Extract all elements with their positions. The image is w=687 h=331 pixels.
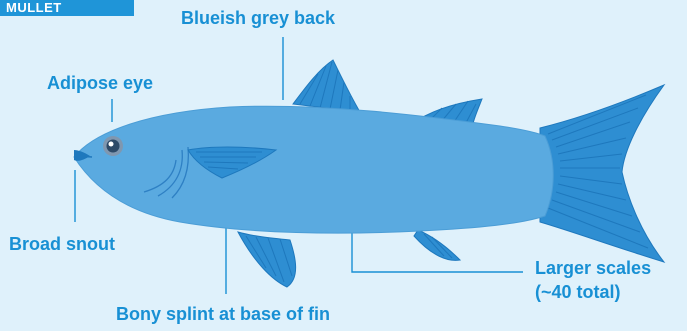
tail-fin	[540, 85, 664, 262]
species-tag: MULLET	[0, 0, 134, 16]
label-adipose-eye: Adipose eye	[47, 72, 153, 94]
label-larger-scales: Larger scales (~40 total)	[535, 256, 651, 304]
label-blueish-grey-back: Blueish grey back	[181, 7, 335, 29]
label-larger-scales-line2: (~40 total)	[535, 280, 651, 304]
mouth-line	[78, 156, 92, 157]
label-larger-scales-line1: Larger scales	[535, 256, 651, 280]
anal-fin	[414, 230, 460, 260]
label-broad-snout: Broad snout	[9, 233, 115, 255]
fish-body	[74, 106, 553, 233]
eye-highlight	[109, 142, 114, 147]
eye-pupil	[107, 140, 120, 153]
label-bony-splint: Bony splint at base of fin	[116, 303, 330, 325]
